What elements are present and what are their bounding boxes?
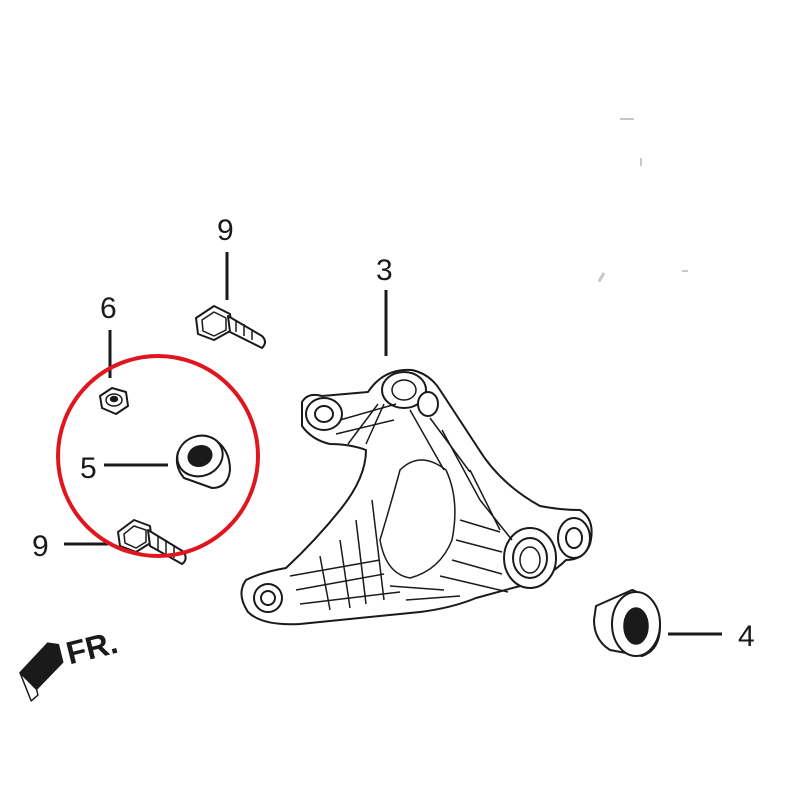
bracket-part-3 (240, 368, 593, 626)
callout-nut: 6 (100, 292, 117, 325)
callout-bracket: 3 (376, 254, 393, 287)
front-direction-marker: FR. (18, 624, 121, 702)
highlight-circle (56, 354, 260, 558)
upper-bolt-part-9 (195, 305, 266, 349)
callout-collar-small: 5 (80, 452, 97, 485)
callout-collar-large: 4 (738, 620, 755, 653)
background-specks (597, 118, 688, 283)
nut-part-6 (99, 387, 129, 415)
large-collar-part-4 (593, 589, 661, 657)
small-collar-part-5 (175, 434, 231, 489)
callout-bolt-upper: 9 (217, 214, 234, 247)
front-marker-label: FR. (62, 624, 121, 671)
callout-bolt-lower: 9 (32, 530, 49, 563)
